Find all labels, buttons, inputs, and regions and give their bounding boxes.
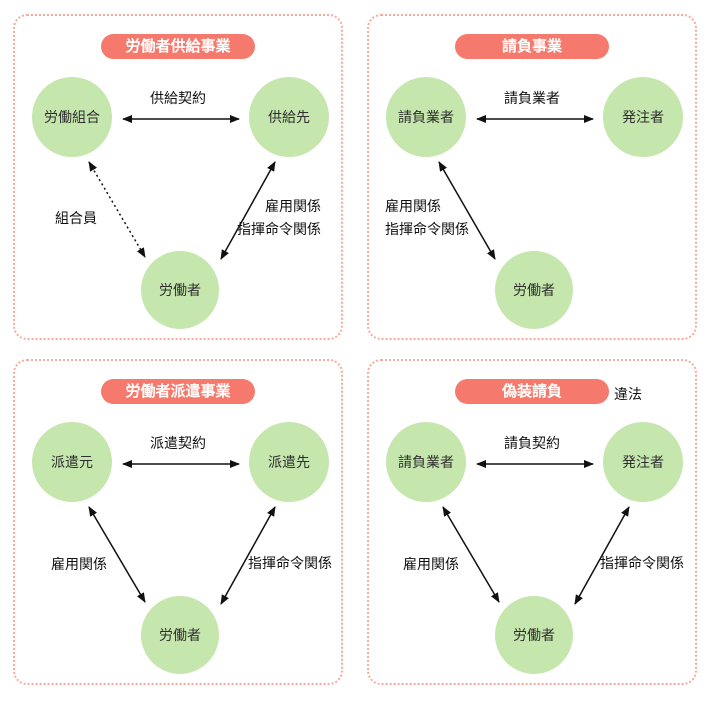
arrows-layer bbox=[438, 115, 594, 260]
top-arrow-label: 請負業者 bbox=[504, 90, 560, 106]
right-arrow-label: 指揮命令関係 bbox=[248, 552, 332, 575]
node-dispatch-source: 派遣元 bbox=[32, 422, 112, 502]
right-arrow-label: 雇用関係 指揮命令関係 bbox=[237, 195, 321, 241]
arrows-layer bbox=[88, 460, 276, 605]
panel-title-label: 労働者供給事業 bbox=[125, 38, 231, 55]
node-label: 発注者 bbox=[622, 109, 664, 125]
arrows-layer bbox=[88, 115, 276, 260]
left-arrow-label: 雇用関係 指揮命令関係 bbox=[385, 195, 469, 241]
node-supply-destination: 供給先 bbox=[249, 77, 329, 157]
top-arrow-label: 請負契約 bbox=[504, 435, 560, 451]
panel-title-label: 請負事業 bbox=[501, 38, 562, 55]
node-label: 請負業者 bbox=[398, 109, 454, 125]
panel-worker-dispatch-business: 労働者派遣事業 派遣元 派遣先 労働者 派遣契約 雇用関係 指揮命令関係 bbox=[13, 359, 343, 685]
label-line: 雇用関係 bbox=[51, 556, 107, 572]
label-line: 雇用関係 bbox=[265, 198, 321, 214]
node-label: 労働組合 bbox=[44, 109, 100, 125]
arrows-layer bbox=[442, 460, 630, 605]
node-label: 労働者 bbox=[159, 627, 201, 643]
node-label: 労働者 bbox=[513, 282, 555, 298]
employment-command-arrow bbox=[438, 161, 496, 260]
employment-arrow bbox=[88, 506, 146, 603]
node-worker: 労働者 bbox=[495, 251, 573, 329]
employment-arrow bbox=[442, 506, 500, 603]
command-arrow bbox=[220, 506, 276, 605]
node-contractor: 請負業者 bbox=[386, 77, 466, 157]
node-label: 派遣先 bbox=[268, 454, 310, 470]
label-line: 指揮命令関係 bbox=[237, 221, 321, 237]
node-label: 請負業者 bbox=[398, 454, 454, 470]
illegal-note: 違法 bbox=[614, 386, 642, 402]
node-worker: 労働者 bbox=[141, 251, 219, 329]
panel-title-label: 偽装請負 bbox=[501, 383, 562, 400]
command-arrow bbox=[574, 506, 630, 605]
node-label: 労働者 bbox=[159, 282, 201, 298]
panel-title: 偽装請負 bbox=[455, 379, 609, 404]
node-worker: 労働者 bbox=[141, 596, 219, 674]
right-arrow-label: 指揮命令関係 bbox=[600, 552, 684, 575]
node-orderer: 発注者 bbox=[603, 422, 683, 502]
panel-disguised-contracting: 偽装請負 違法 請負業者 発注者 労働者 請負契約 雇用関係 指揮命令関係 bbox=[367, 359, 697, 685]
panel-title: 労働者供給事業 bbox=[101, 34, 255, 59]
label-line: 指揮命令関係 bbox=[248, 555, 332, 571]
left-arrow-label: 組合員 bbox=[55, 207, 97, 230]
employment-command-arrow bbox=[220, 161, 276, 260]
top-arrow-label: 供給契約 bbox=[150, 90, 206, 106]
node-dispatch-destination: 派遣先 bbox=[249, 422, 329, 502]
node-label: 発注者 bbox=[622, 454, 664, 470]
label-line: 指揮命令関係 bbox=[385, 221, 469, 237]
node-labor-union: 労働組合 bbox=[32, 77, 112, 157]
left-arrow-label: 雇用関係 bbox=[403, 553, 459, 576]
union-member-arrow bbox=[88, 161, 146, 258]
panel-title: 労働者派遣事業 bbox=[101, 379, 255, 404]
panel-contract-business: 請負事業 請負業者 発注者 労働者 請負業者 雇用関係 指揮命令関係 bbox=[367, 14, 697, 340]
node-contractor: 請負業者 bbox=[386, 422, 466, 502]
panel-title-label: 労働者派遣事業 bbox=[125, 383, 231, 400]
node-label: 労働者 bbox=[513, 627, 555, 643]
node-label: 派遣元 bbox=[51, 454, 93, 470]
label-line: 雇用関係 bbox=[385, 198, 441, 214]
label-line: 雇用関係 bbox=[403, 556, 459, 572]
panel-worker-supply-business: 労働者供給事業 労働組合 供給先 労働者 供給契約 組合員 雇用関係 指揮命令関… bbox=[13, 14, 343, 340]
node-worker: 労働者 bbox=[495, 596, 573, 674]
node-orderer: 発注者 bbox=[603, 77, 683, 157]
label-line: 組合員 bbox=[55, 210, 97, 226]
node-label: 供給先 bbox=[268, 109, 310, 125]
panel-title: 請負事業 bbox=[455, 34, 609, 59]
label-line: 指揮命令関係 bbox=[600, 555, 684, 571]
top-arrow-label: 派遣契約 bbox=[150, 435, 206, 451]
left-arrow-label: 雇用関係 bbox=[51, 553, 107, 576]
